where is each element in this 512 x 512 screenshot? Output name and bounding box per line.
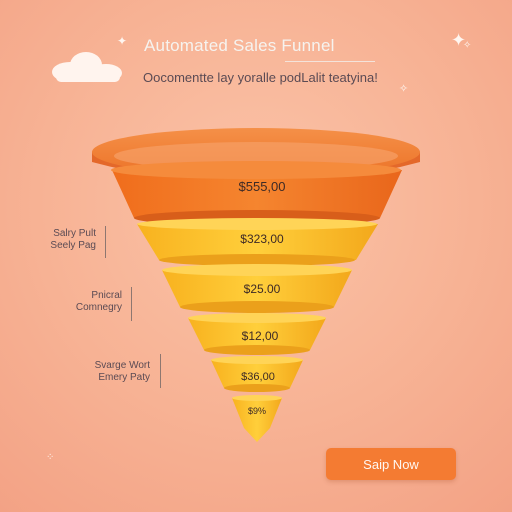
funnel-stage-5 <box>211 356 303 392</box>
side-label-1: Salry Pult Seely Pag <box>30 228 96 252</box>
stage-value-5: $36,00 <box>241 371 275 383</box>
side-label-2: Pnicral Comnegry <box>52 290 122 314</box>
dots-icon: ⁘ <box>46 452 55 463</box>
stage-value-3: $25.00 <box>244 282 281 296</box>
side-label-3: Svarge Wort Emery Paty <box>68 360 150 384</box>
sparkle-icon: ✦ <box>117 34 128 48</box>
side-label-3-bar <box>160 354 161 388</box>
stage-value-4: $12,00 <box>242 329 279 343</box>
side-label-3-line2: Emery Paty <box>98 372 150 383</box>
funnel-stage-6 <box>232 395 282 442</box>
title-divider <box>285 61 375 62</box>
side-label-3-line1: Svarge Wort <box>94 360 150 371</box>
side-label-1-bar <box>105 226 106 258</box>
stage-value-6: $9% <box>248 406 266 416</box>
sparkle-icon: ✧ <box>399 83 409 95</box>
page-title: Automated Sales Funnel <box>144 36 335 55</box>
side-label-2-line1: Pnicral <box>91 290 122 301</box>
side-label-2-line2: Comnegry <box>75 302 122 313</box>
page-subtitle: Oocomentte lay yoralle podLalit teatyina… <box>143 70 378 85</box>
cta-button[interactable]: Saip Now <box>326 448 456 480</box>
stage-value-2: $323,00 <box>240 232 284 246</box>
funnel-stage-2 <box>137 218 378 266</box>
side-label-2-bar <box>131 287 132 321</box>
stage-value-1: $555,00 <box>239 179 286 194</box>
sparkle-icon: ✦ <box>451 30 467 50</box>
funnel-stage-4 <box>188 313 326 355</box>
cloud-icon <box>52 52 122 82</box>
funnel-stage-3 <box>162 264 352 313</box>
side-label-1-line2: Seely Pag <box>50 240 96 251</box>
side-label-1-line1: Salry Pult <box>53 228 96 239</box>
sparkle-icon: ✧ <box>463 40 472 51</box>
